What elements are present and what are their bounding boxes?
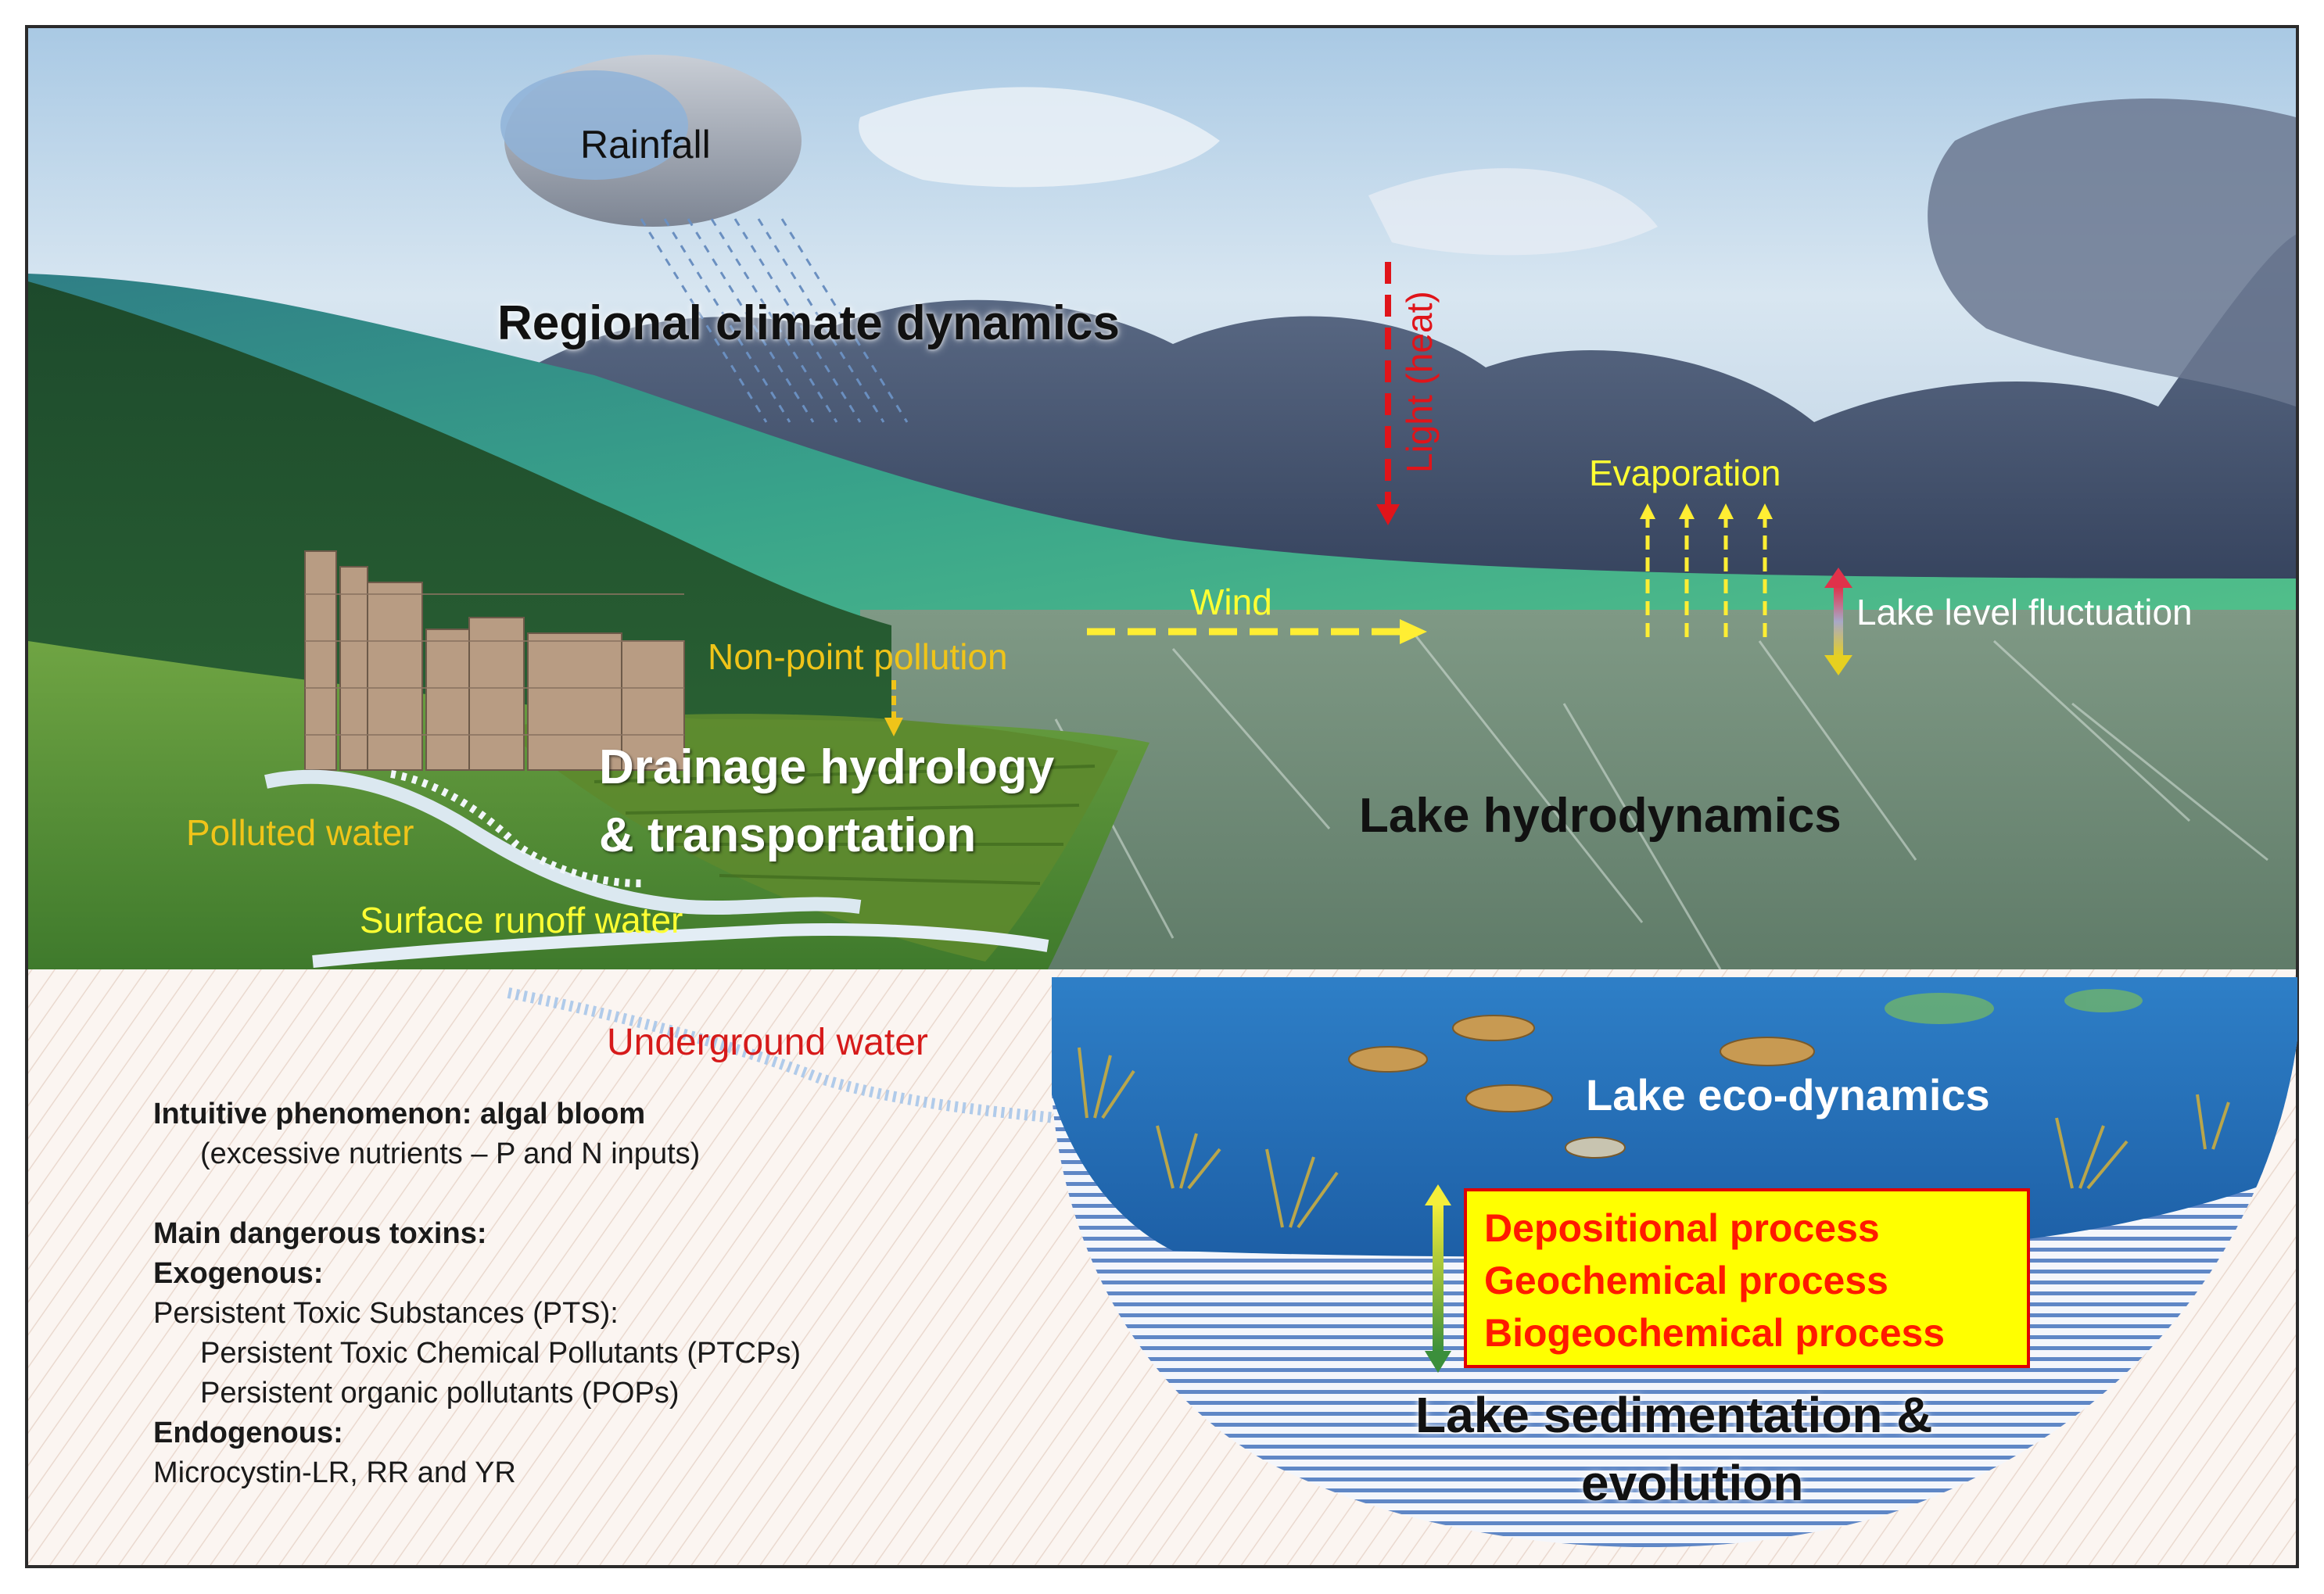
info-ptcps: Persistent Toxic Chemical Pollutants (PT…: [200, 1337, 801, 1370]
info-nutrients: (excessive nutrients – P and N inputs): [200, 1137, 701, 1170]
drainage-label-line2: & transportation: [599, 808, 977, 862]
sedimentation-label-line2: evolution: [1581, 1455, 1804, 1511]
info-microcystin: Microcystin-LR, RR and YR: [153, 1456, 516, 1489]
wind-label: Wind: [1190, 582, 1272, 622]
process-geochemical: Geochemical process: [1484, 1259, 1888, 1302]
light-heat-label: Light (heat): [1399, 291, 1440, 473]
info-pts: Persistent Toxic Substances (PTS):: [153, 1297, 619, 1330]
process-box: Depositional process Geochemical process…: [1464, 1188, 2030, 1368]
lake-eco-dynamics-label: Lake eco-dynamics: [1586, 1070, 1990, 1119]
info-pops: Persistent organic pollutants (POPs): [200, 1377, 680, 1410]
sedimentation-label-line1: Lake sedimentation &: [1415, 1387, 1933, 1443]
info-exogenous-heading: Exogenous:: [153, 1257, 324, 1290]
lake-level-label: Lake level fluctuation: [1856, 592, 2193, 632]
info-endogenous-heading: Endogenous:: [153, 1417, 343, 1449]
rainfall-label: Rainfall: [580, 123, 711, 167]
regional-climate-label: Regional climate dynamics: [497, 296, 1120, 350]
process-biogeochemical: Biogeochemical process: [1484, 1311, 1946, 1355]
evaporation-label: Evaporation: [1589, 453, 1781, 493]
drainage-label-line1: Drainage hydrology: [599, 740, 1055, 794]
process-depositional: Depositional process: [1484, 1206, 1880, 1250]
non-point-pollution-label: Non-point pollution: [708, 636, 1008, 677]
underground-water-label: Underground water: [607, 1022, 928, 1063]
surface-runoff-label: Surface runoff water: [360, 900, 683, 940]
info-toxins-heading: Main dangerous toxins:: [153, 1217, 487, 1250]
polluted-water-label: Polluted water: [186, 812, 414, 853]
lake-hydrodynamics-label: Lake hydrodynamics: [1359, 789, 1842, 843]
info-spacer: [153, 1174, 1053, 1214]
info-phenomenon: Intuitive phenomenon: algal bloom: [153, 1098, 646, 1130]
info-panel: Intuitive phenomenon: algal bloom (exces…: [153, 1094, 1053, 1493]
